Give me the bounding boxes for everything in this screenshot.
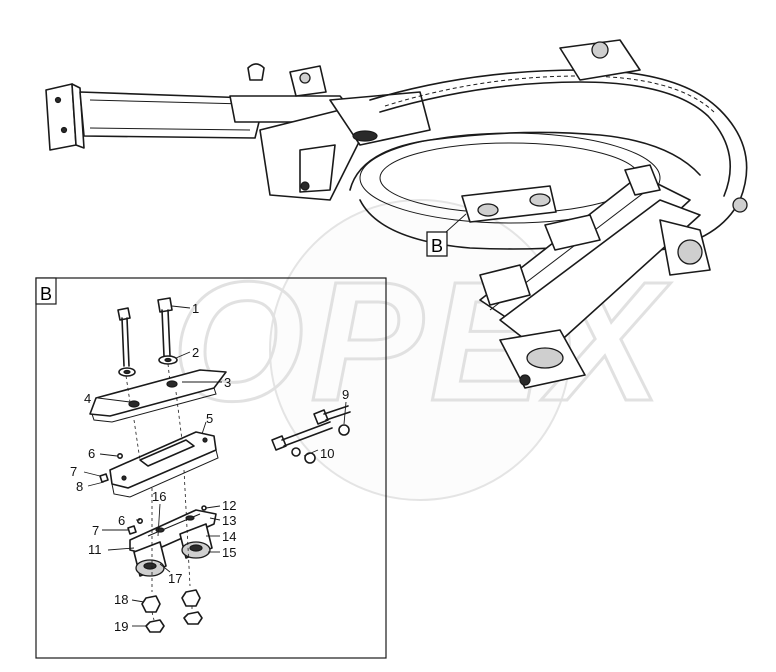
part-label-6a: 6 [88, 446, 95, 461]
part-label-10: 10 [320, 446, 334, 461]
small-screws [99, 452, 207, 535]
part-label-4: 4 [84, 391, 91, 406]
detail-label: B [40, 284, 52, 304]
part-label-1: 1 [192, 301, 199, 316]
part-number-labels: 1 2 3 4 5 6 7 8 9 10 16 12 6 13 7 14 11 … [70, 301, 349, 634]
part-label-2: 2 [192, 345, 199, 360]
part-label-16: 16 [152, 489, 166, 504]
side-bolts [271, 405, 351, 464]
part-label-7b: 7 [92, 523, 99, 538]
bracket [109, 431, 219, 498]
view-marker-label: B [431, 236, 443, 256]
detail-b-frame: B [35, 277, 387, 659]
part-label-6b: 6 [118, 513, 125, 528]
frame-block [247, 63, 431, 201]
part-label-17: 17 [168, 571, 182, 586]
part-label-8: 8 [76, 479, 83, 494]
main-assembly: B [45, 39, 748, 389]
part-label-5: 5 [206, 411, 213, 426]
bolt-1 [117, 297, 173, 367]
part-label-3: 3 [224, 375, 231, 390]
part-label-9: 9 [342, 387, 349, 402]
part-label-13: 13 [222, 513, 236, 528]
assembly-axes [125, 363, 193, 621]
exploded-parts [89, 297, 351, 633]
part-label-19: 19 [114, 619, 128, 634]
part-label-12: 12 [222, 498, 236, 513]
conveyor-arm [479, 164, 711, 389]
mount-location [445, 185, 557, 233]
nuts [141, 589, 203, 633]
part-label-7a: 7 [70, 464, 77, 479]
part-label-18: 18 [114, 592, 128, 607]
part-label-14: 14 [222, 529, 236, 544]
part-label-15: 15 [222, 545, 236, 560]
plate [89, 369, 227, 423]
leader-lines [83, 305, 347, 627]
part-label-11: 11 [88, 542, 102, 557]
view-marker-box [426, 231, 448, 257]
